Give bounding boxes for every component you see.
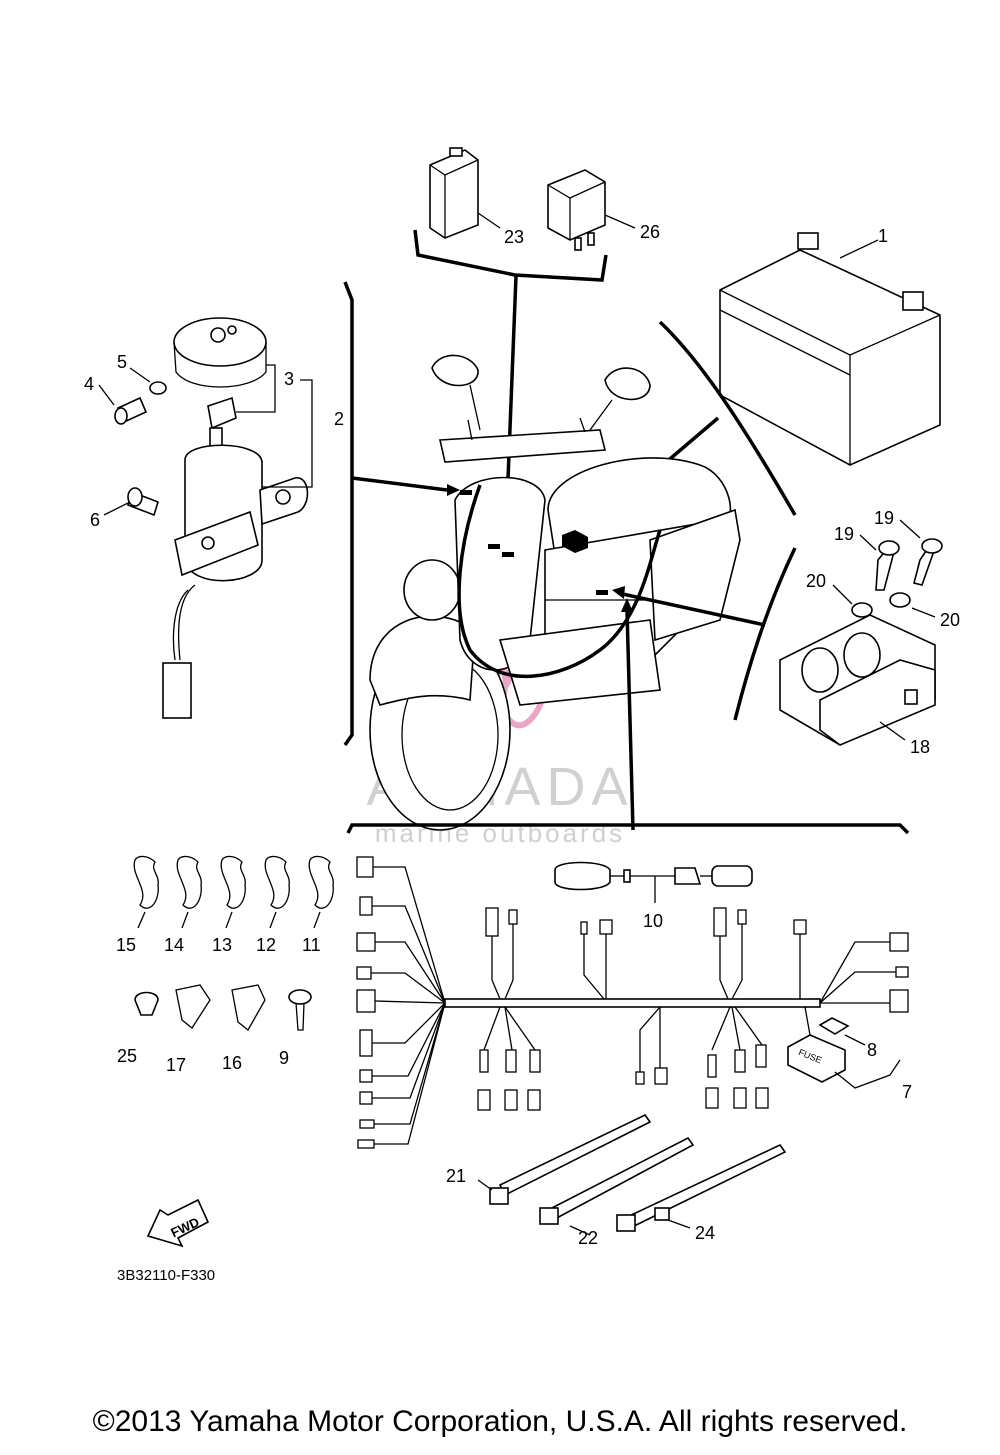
part-label-18: 18: [910, 737, 930, 757]
part-label-21: 21: [446, 1166, 466, 1186]
bracket-harness: [346, 823, 910, 835]
part-label-3: 3: [284, 369, 294, 389]
part-label-15: 15: [116, 935, 136, 955]
leader-battery: [658, 320, 797, 516]
part-label-13: 13: [212, 935, 232, 955]
part-label-22: 22: [578, 1228, 598, 1248]
part-label-8: 8: [867, 1040, 877, 1060]
part-23-unit: [429, 147, 479, 239]
scooter: [369, 354, 741, 831]
clamp-group: [133, 855, 334, 1031]
main-switch-assembly: [98, 281, 354, 747]
part-label-5: 5: [117, 352, 127, 372]
part-label-19a: 19: [834, 524, 854, 544]
cable-ties: [477, 1113, 787, 1236]
part-label-4: 4: [84, 374, 94, 394]
part-label-17: 17: [166, 1055, 186, 1075]
fuse-holder-group: [612, 519, 943, 746]
part-label-16: 16: [222, 1053, 242, 1073]
fwd-arrow-icon: FWD: [146, 1198, 210, 1248]
part-26-relay: [547, 169, 606, 251]
part-label-7: 7: [902, 1082, 912, 1102]
part-label-26: 26: [640, 222, 660, 242]
part-label-2: 2: [334, 409, 344, 429]
bracket-left: [343, 281, 354, 747]
part-label-11: 11: [302, 935, 321, 955]
part-label-10: 10: [643, 911, 663, 931]
part-label-19b: 19: [874, 508, 894, 528]
part-label-24: 24: [695, 1223, 715, 1243]
wire-harness-section: FUSE: [346, 598, 910, 1149]
part-label-14: 14: [164, 935, 184, 955]
part-label-6: 6: [90, 510, 100, 530]
leader-switch: [351, 476, 448, 492]
battery: [719, 232, 941, 466]
part-label-25: 25: [117, 1046, 137, 1066]
diagram-code: 3B32110-F330: [117, 1267, 215, 1284]
part-label-23: 23: [504, 227, 524, 247]
part-label-1: 1: [878, 226, 888, 246]
bracket-line-top: [413, 229, 608, 282]
bracket-right: [733, 547, 797, 721]
part-label-9: 9: [279, 1048, 289, 1068]
copyright-notice: ©2013 Yamaha Motor Corporation, U.S.A. A…: [92, 1405, 908, 1438]
part-label-20b: 20: [940, 610, 960, 630]
part-label-12: 12: [256, 935, 276, 955]
part-number-labels: 1 2 3 4 5 6 7 8 9 10 11 12 13 14 15 16 1…: [84, 222, 960, 1284]
part-label-20a: 20: [806, 571, 826, 591]
leader-fuse-holder: [617, 591, 766, 627]
